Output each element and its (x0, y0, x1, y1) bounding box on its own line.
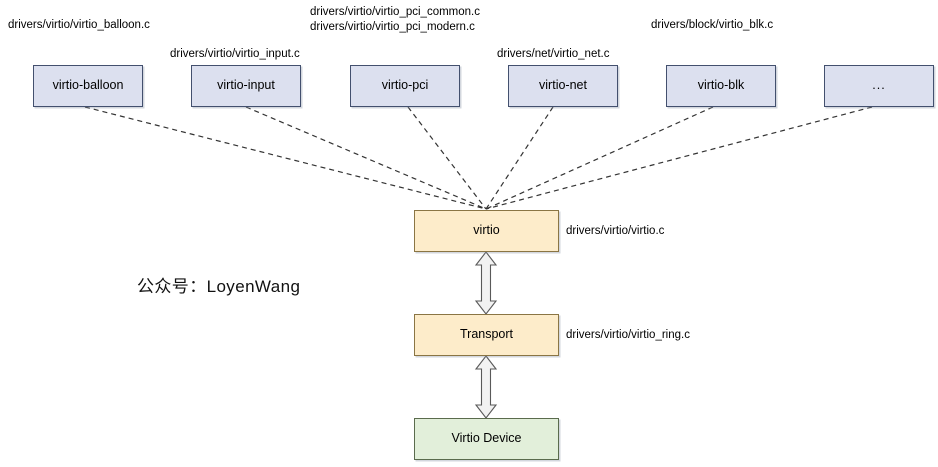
stack-box-label: Transport (459, 327, 514, 342)
frontend-driver-box[interactable]: virtio-input (191, 65, 301, 107)
dashed-connector (485, 106, 554, 210)
frontend-driver-box[interactable]: virtio-net (508, 65, 618, 107)
source-file-path: drivers/virtio/virtio_pci_modern.c (310, 21, 475, 33)
stack-box-virtio-device[interactable]: Virtio Device (414, 418, 559, 460)
stack-box-label: Virtio Device (451, 431, 522, 446)
source-file-caption: drivers/virtio/virtio_input.c (170, 47, 300, 62)
stack-box-transport[interactable]: Transport (414, 314, 559, 356)
frontend-driver-label: virtio-net (539, 78, 587, 93)
dashed-connector (245, 106, 487, 210)
frontend-driver-label: ... (872, 78, 886, 93)
stack-box-label: virtio (473, 223, 500, 238)
dashed-connector (485, 106, 714, 210)
frontend-driver-box[interactable]: virtio-pci (350, 65, 460, 107)
watermark-text: 公众号：LoyenWang (137, 277, 301, 296)
source-file-caption: drivers/net/virtio_net.c (497, 47, 610, 62)
frontend-driver-label: virtio-balloon (52, 78, 124, 93)
stack-box-virtio[interactable]: virtio (414, 210, 559, 252)
source-file-path: drivers/virtio/virtio_balloon.c (8, 19, 150, 31)
frontend-driver-box[interactable]: virtio-balloon (33, 65, 143, 107)
stack-source-file-caption: drivers/virtio/virtio.c (566, 225, 665, 237)
source-file-path: drivers/block/virtio_blk.c (651, 19, 774, 31)
frontend-driver-box[interactable]: ... (824, 65, 934, 107)
dashed-connector (84, 106, 487, 210)
double-arrow-virtio-to-transport (474, 251, 498, 315)
frontend-driver-box[interactable]: virtio-blk (666, 65, 776, 107)
source-file-path: drivers/virtio/virtio_input.c (170, 48, 300, 60)
dashed-connector (407, 106, 487, 210)
frontend-driver-label: virtio-blk (697, 78, 745, 93)
source-file-path: drivers/net/virtio_net.c (497, 48, 610, 60)
frontend-driver-label: virtio-input (217, 78, 275, 93)
frontend-driver-label: virtio-pci (381, 78, 429, 93)
source-file-caption: drivers/virtio/virtio_balloon.c (8, 18, 150, 33)
double-arrow-transport-to-device (474, 355, 498, 419)
source-file-path: drivers/virtio/virtio_pci_common.c (310, 6, 480, 18)
source-file-caption: drivers/block/virtio_blk.c (651, 18, 773, 33)
dashed-connector (485, 106, 873, 210)
stack-source-file-caption: drivers/virtio/virtio_ring.c (566, 329, 690, 341)
